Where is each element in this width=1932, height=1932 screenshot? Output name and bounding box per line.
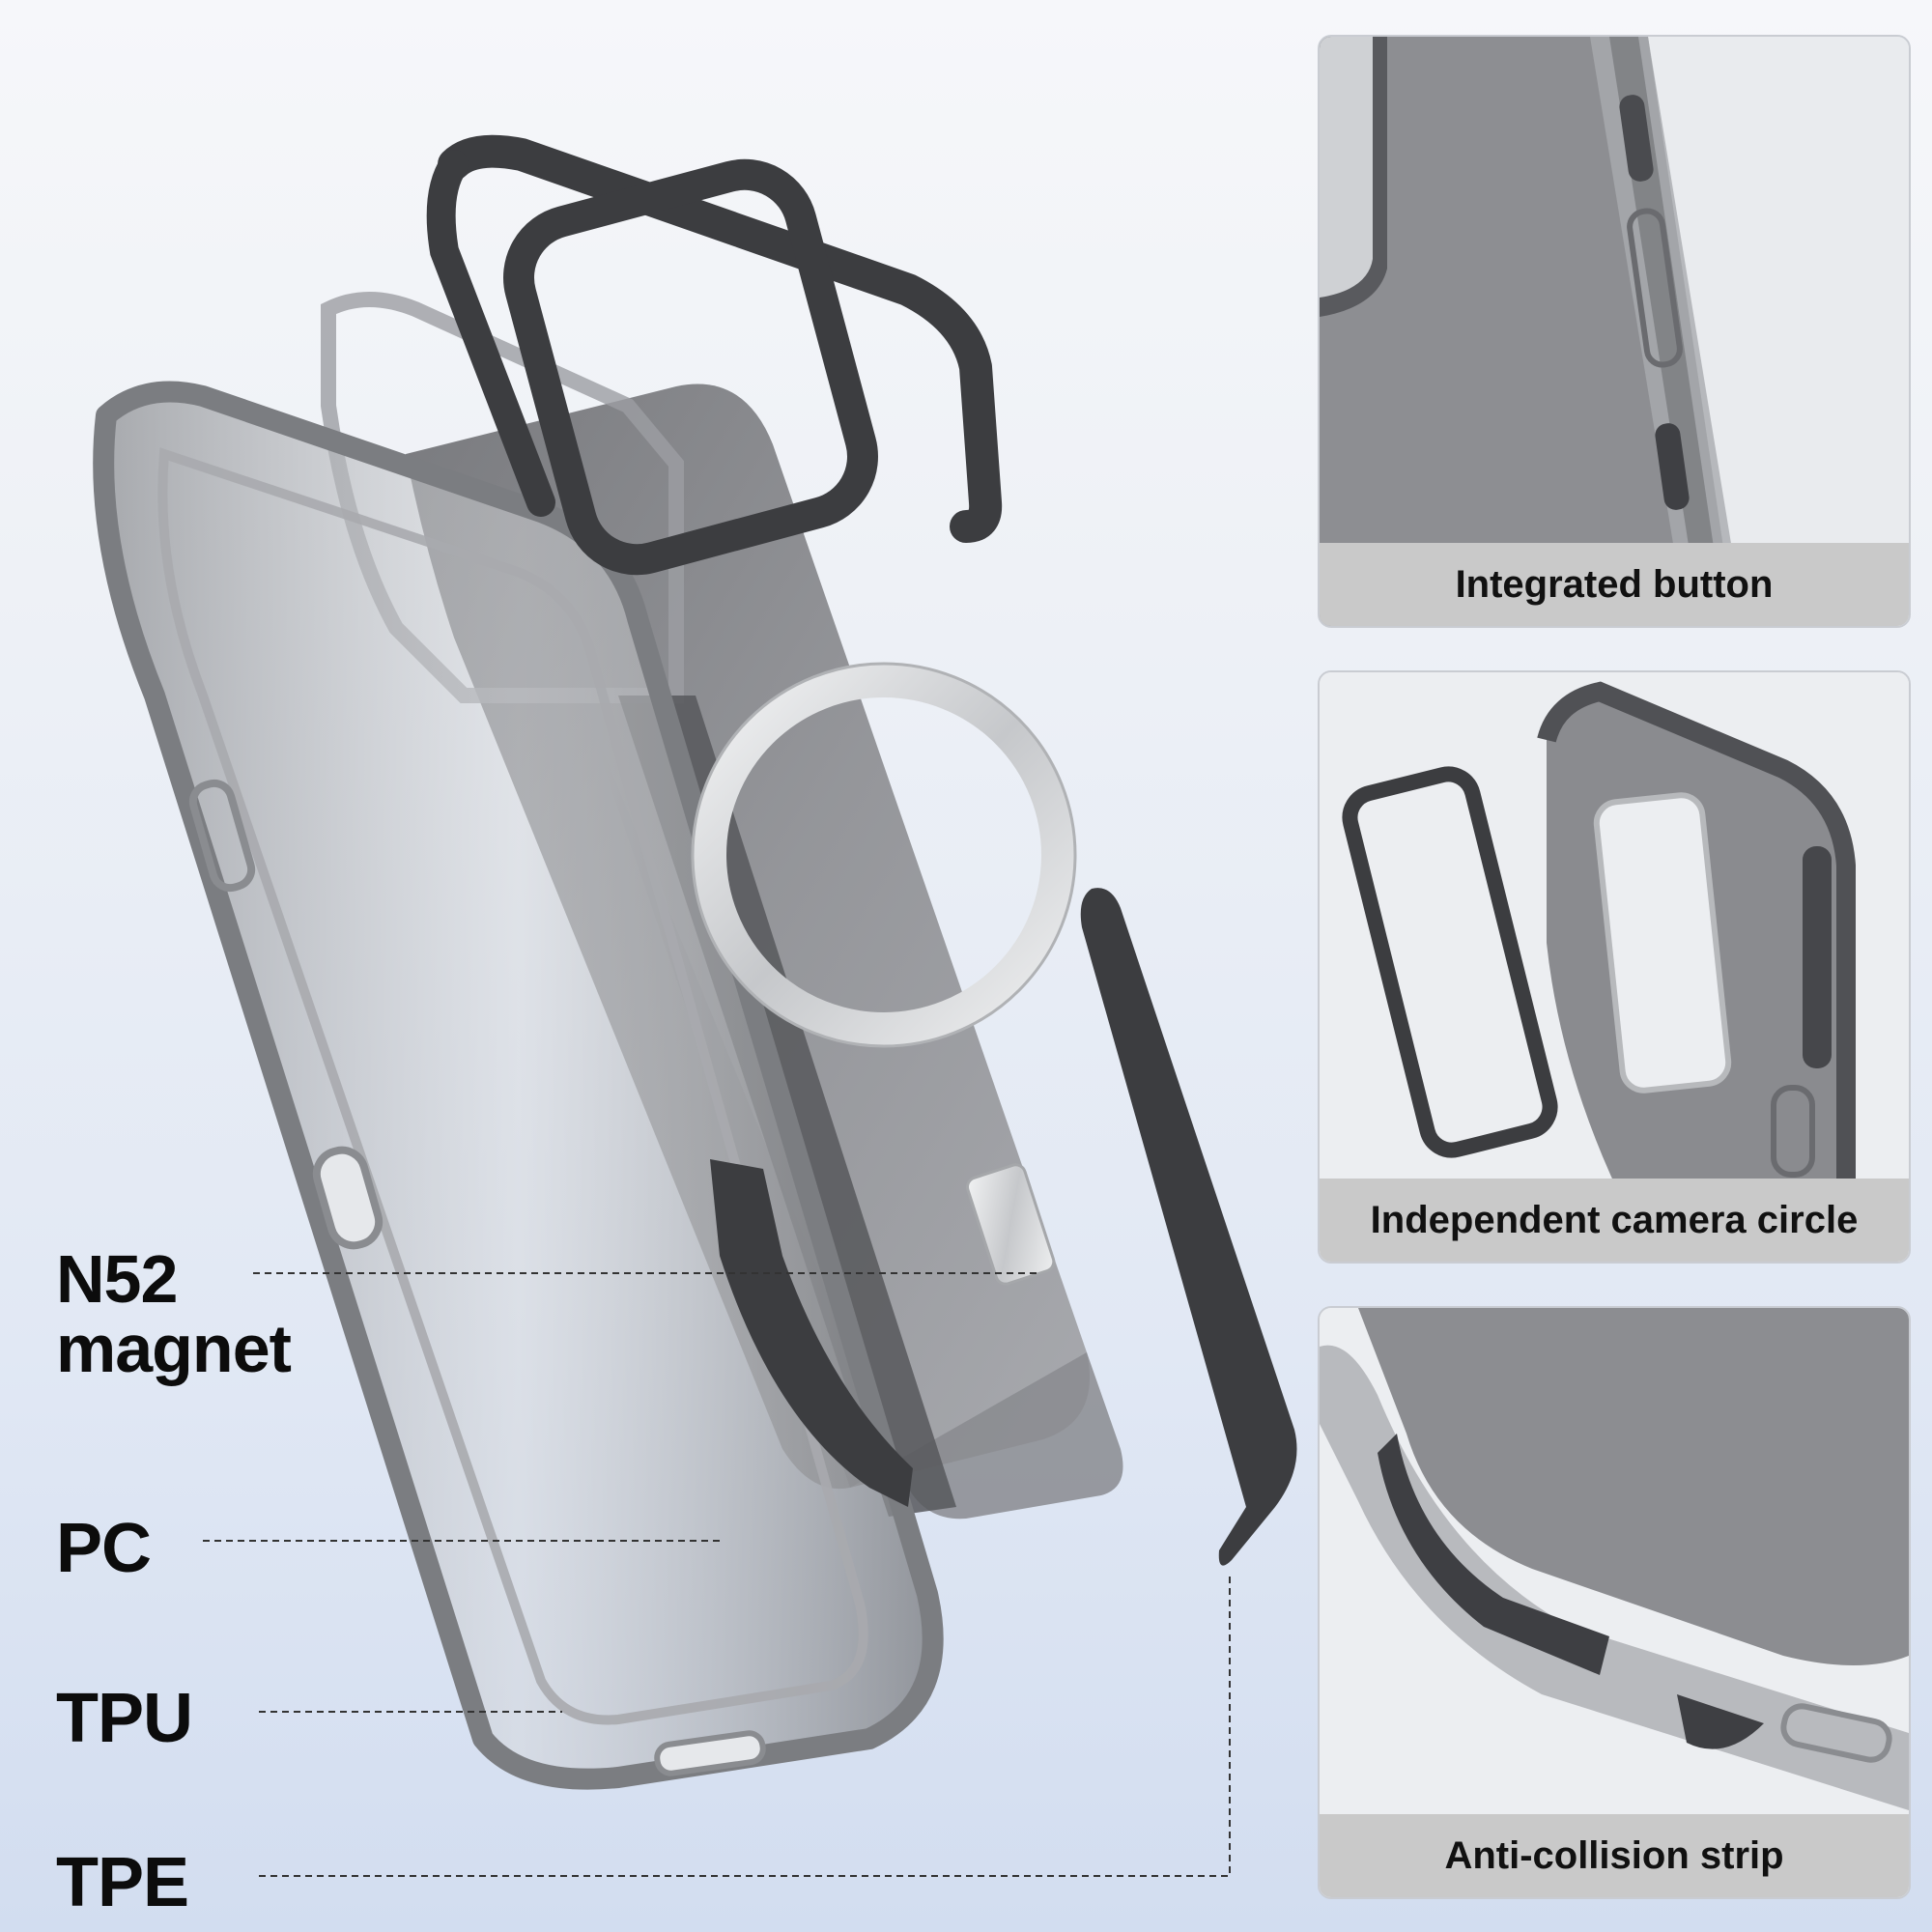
tpu-outer-frame-inner-edge [157, 447, 868, 1725]
tpe-side-strip [1080, 888, 1297, 1566]
caption-integrated-button: Integrated button [1320, 543, 1909, 626]
label-tpe: TPE [56, 1844, 189, 1921]
tpe-corner-strip [710, 1159, 913, 1507]
anti-collision-closeup [1320, 1308, 1909, 1897]
tpe-camera-surround-left-leg [426, 150, 555, 517]
feature-panel-camera-circle: Independent camera circle [1318, 670, 1911, 1264]
feature-panel-anti-collision: Anti-collision strip [1318, 1306, 1911, 1899]
label-magnet-line2: magnet [56, 1311, 292, 1386]
alignment-magnet [966, 1163, 1056, 1286]
magnet-ring-edge [691, 662, 1077, 1048]
frame-port-cutout [654, 1730, 766, 1776]
integrated-button-closeup [1320, 37, 1909, 626]
tpe-camera-ring [503, 158, 878, 576]
label-tpu: TPU [56, 1680, 193, 1757]
caption-anti-collision: Anti-collision strip [1320, 1814, 1909, 1897]
label-magnet: N52 magnet [56, 1241, 292, 1386]
frame-button-cutout-2 [312, 1146, 384, 1250]
tpe-camera-surround [438, 134, 1003, 543]
camera-circle-closeup [1320, 672, 1909, 1262]
caption-camera-circle: Independent camera circle [1320, 1179, 1909, 1262]
leader-line-tpe [259, 1575, 1231, 1877]
frame-button-cutout-1 [188, 779, 256, 893]
label-magnet-line1: N52 [56, 1241, 178, 1317]
feature-panel-integrated-button: Integrated button [1318, 35, 1911, 628]
label-pc: PC [56, 1510, 152, 1587]
magnet-ring [694, 665, 1074, 1045]
tpu-outer-frame [93, 381, 944, 1790]
